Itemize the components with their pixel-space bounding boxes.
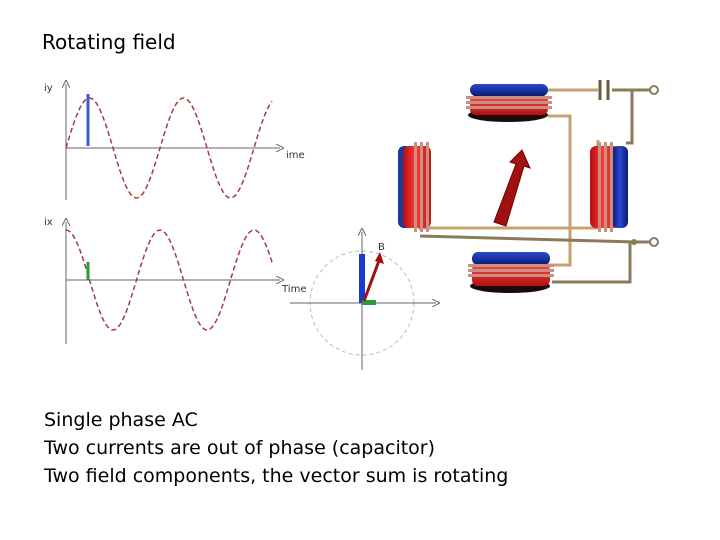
iy-xlabel: ime bbox=[286, 150, 305, 161]
ix-xlabel: Time bbox=[281, 284, 306, 295]
iy-ylabel: iy bbox=[44, 83, 53, 94]
by-component-bar bbox=[359, 254, 365, 303]
rotating-field-arrow bbox=[493, 149, 531, 227]
iy-plot: iy ime bbox=[44, 83, 305, 200]
vector-b-label: B bbox=[378, 242, 385, 253]
slide-caption: Single phase AC Two currents are out of … bbox=[44, 406, 508, 490]
wire-bottom-main bbox=[419, 234, 650, 244]
terminal-bottom bbox=[649, 237, 659, 247]
caption-line-1: Single phase AC bbox=[44, 409, 198, 431]
resultant-b-vector bbox=[362, 257, 382, 302]
terminal-top bbox=[649, 85, 659, 95]
coil-left bbox=[398, 142, 431, 232]
caption-line-2: Two currents are out of phase (capacitor… bbox=[44, 437, 436, 459]
coil-bottom bbox=[468, 252, 554, 293]
ix-sine-wave bbox=[65, 229, 273, 331]
caption-line-3: Two field components, the vector sum is … bbox=[44, 465, 509, 487]
coil-right bbox=[590, 142, 628, 232]
coil-top bbox=[466, 84, 552, 122]
field-vector-diagram: B bbox=[290, 232, 436, 370]
wire-series-link bbox=[548, 114, 572, 267]
capacitor bbox=[598, 80, 610, 100]
wire-bottom-coil bbox=[552, 242, 632, 284]
ix-plot: ix Time bbox=[44, 217, 306, 344]
ix-ylabel: ix bbox=[44, 217, 53, 228]
iy-sine-wave bbox=[65, 97, 273, 199]
wire-right-coil bbox=[626, 90, 634, 145]
resultant-b-arrowhead bbox=[375, 252, 384, 264]
slide-title: Rotating field bbox=[42, 30, 176, 54]
junction-dot bbox=[631, 239, 637, 245]
bx-component-bar bbox=[362, 300, 376, 305]
